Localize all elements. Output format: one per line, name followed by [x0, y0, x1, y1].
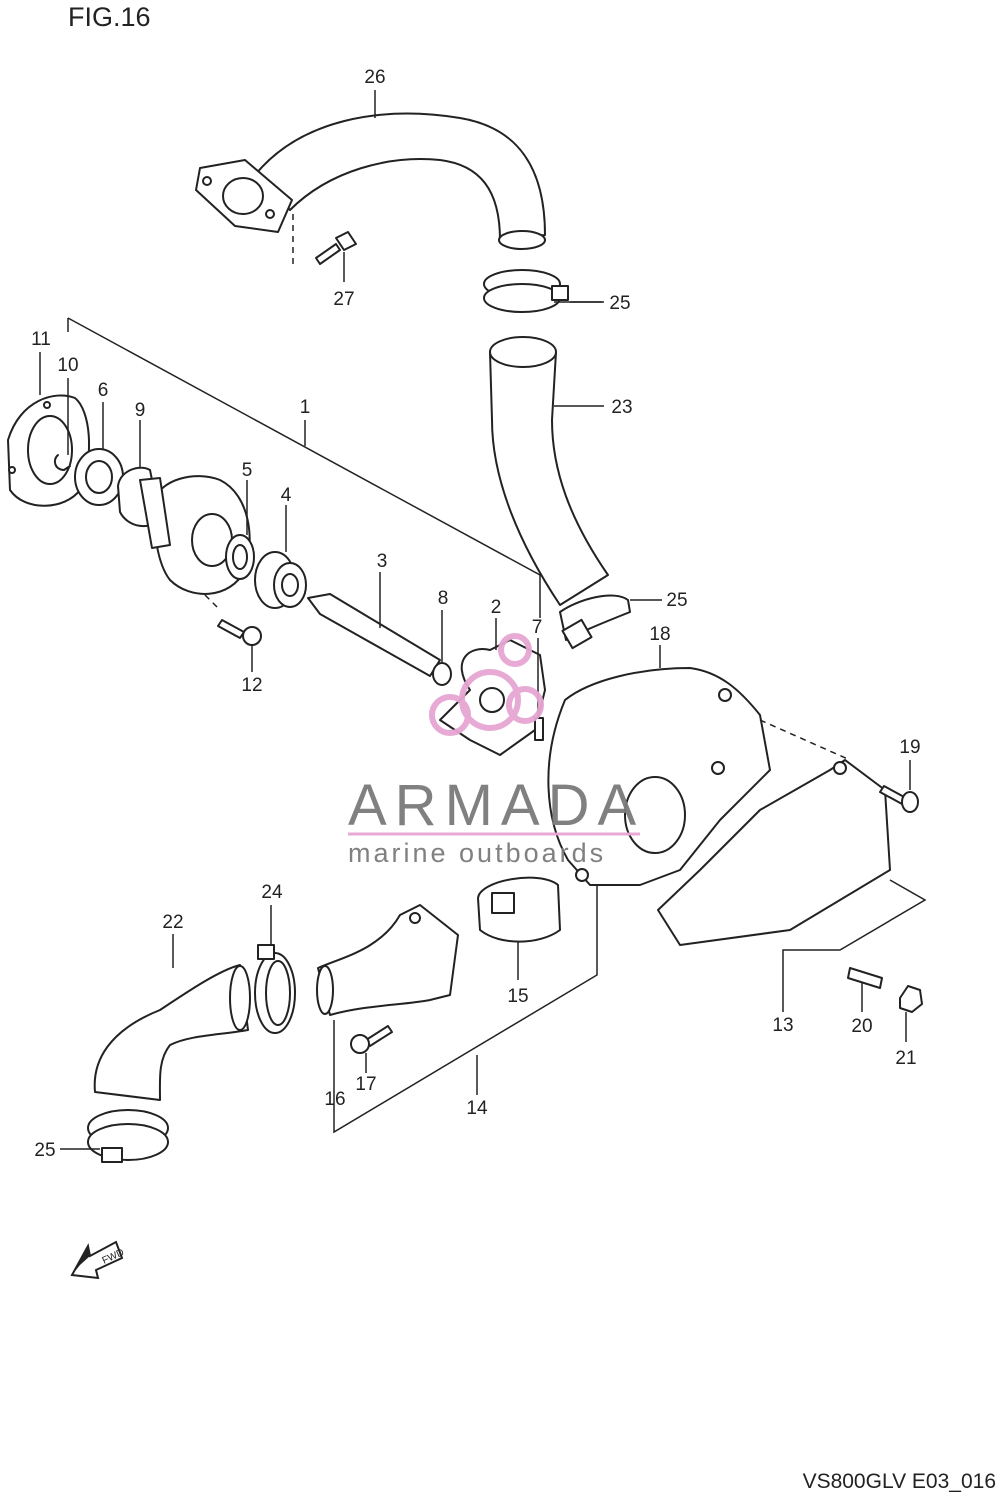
callout-4: 4 — [281, 485, 292, 506]
part-17-bolt — [350, 1025, 393, 1073]
part-12-screw — [217, 619, 262, 672]
callout-9: 9 — [135, 400, 146, 421]
callout-2: 2 — [491, 597, 502, 618]
callout-11: 11 — [31, 329, 51, 350]
callout-12: 12 — [241, 675, 262, 696]
callout-16: 16 — [324, 1089, 345, 1110]
callout-13: 13 — [772, 1015, 793, 1036]
part-10-clip — [53, 378, 71, 471]
callout-labels: 1 2 3 4 5 6 7 8 9 10 11 12 13 14 15 16 1… — [31, 67, 920, 1161]
callout-18: 18 — [649, 624, 670, 645]
part-19-bolt — [879, 760, 919, 813]
callout-26: 26 — [364, 67, 385, 88]
callout-14: 14 — [466, 1098, 488, 1119]
part-13-cover — [657, 759, 927, 1012]
part-25-clamp-top — [483, 269, 602, 313]
assembly-bracket-14 — [333, 885, 598, 1134]
watermark-tagline: marine outboards — [348, 838, 606, 868]
callout-10: 10 — [57, 355, 78, 376]
watermark-logo-icon — [429, 633, 544, 736]
part-25-clamp-bottom — [60, 1109, 169, 1163]
part-23-hose — [489, 336, 609, 606]
part-27-bolt — [315, 231, 357, 282]
leader-lines — [374, 90, 604, 303]
callout-15: 15 — [507, 986, 528, 1007]
callout-23: 23 — [611, 397, 632, 418]
callout-21: 21 — [895, 1048, 916, 1069]
part-5-seal-ring — [225, 480, 255, 580]
callout-3: 3 — [377, 551, 388, 572]
callout-6: 6 — [98, 380, 109, 401]
callout-8: 8 — [438, 588, 449, 609]
part-26-pipe — [195, 112, 546, 268]
part-25-clamp-middle — [559, 594, 662, 650]
callout-17: 17 — [355, 1074, 376, 1095]
callout-24: 24 — [261, 882, 283, 903]
part-15-thermostat — [477, 876, 561, 980]
callout-19: 19 — [899, 737, 920, 758]
part-8-washer — [432, 610, 452, 686]
callout-1: 1 — [300, 397, 311, 418]
callout-22: 22 — [162, 912, 183, 933]
callout-5: 5 — [242, 460, 253, 481]
part-16-elbow — [316, 904, 459, 1016]
callout-7: 7 — [532, 617, 543, 638]
watermark-brand: ARMADA — [348, 773, 644, 838]
part-21-nut — [899, 985, 923, 1042]
callout-25-bottom: 25 — [34, 1140, 55, 1161]
callout-25-middle: 25 — [666, 590, 687, 611]
callout-27: 27 — [333, 289, 354, 310]
watermark: ARMADA marine outboards — [348, 633, 644, 868]
callout-25-top: 25 — [609, 293, 630, 314]
part-3-shaft — [307, 572, 441, 677]
callout-20: 20 — [851, 1016, 872, 1037]
part-22-hose — [93, 934, 251, 1101]
part-24-clamp — [254, 905, 296, 1034]
fwd-arrow-icon: FWD — [70, 1240, 126, 1280]
part-20-stud — [847, 967, 883, 1012]
figure-title: FIG.16 — [68, 2, 151, 32]
part-6-bearing — [74, 402, 124, 506]
diagram-code: VS800GLV E03_016 — [802, 1470, 996, 1493]
part-4-mechanical-seal — [254, 505, 307, 609]
